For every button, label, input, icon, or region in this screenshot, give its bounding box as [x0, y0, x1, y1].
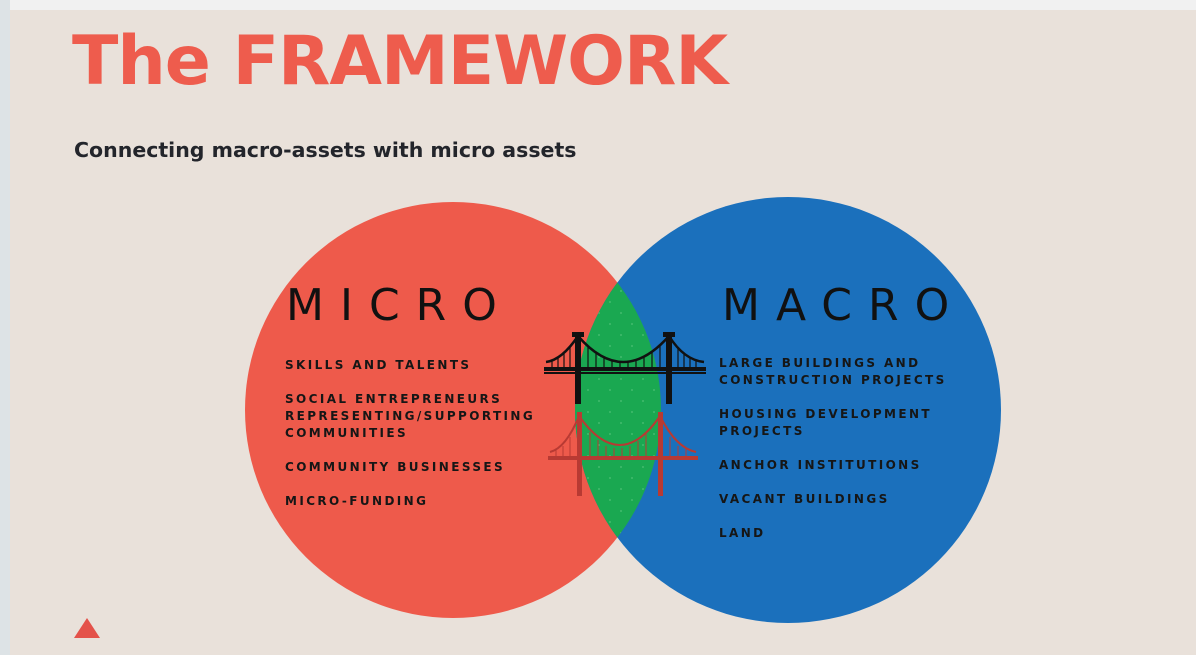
slide-title: The FRAMEWORK: [72, 22, 728, 101]
macro-item: LAND: [719, 526, 766, 540]
micro-item: SKILLS AND TALENTS: [285, 358, 472, 372]
micro-item: SOCIAL ENTREPRENEURS REPRESENTING/SUPPOR…: [285, 392, 536, 440]
macro-item: ANCHOR INSTITUTIONS: [719, 458, 922, 472]
window-top-edge: [0, 0, 1196, 10]
window-left-edge: [0, 0, 10, 655]
micro-item: MICRO-FUNDING: [285, 494, 429, 508]
micro-list: SKILLS AND TALENTS SOCIAL ENTREPRENEURS …: [285, 357, 565, 527]
macro-label: MACRO: [722, 280, 966, 331]
macro-list: LARGE BUILDINGS AND CONSTRUCTION PROJECT…: [719, 355, 989, 559]
macro-item: VACANT BUILDINGS: [719, 492, 890, 506]
micro-item: COMMUNITY BUSINESSES: [285, 460, 506, 474]
slide-subtitle: Connecting macro-assets with micro asset…: [74, 138, 577, 162]
macro-circle: [575, 197, 1001, 623]
bridge-icon: [544, 332, 706, 404]
micro-label: MICRO: [286, 280, 513, 331]
macro-item: LARGE BUILDINGS AND CONSTRUCTION PROJECT…: [719, 356, 947, 387]
micro-circle: [245, 202, 661, 618]
triangle-icon: [74, 618, 100, 638]
macro-item: HOUSING DEVELOPMENT PROJECTS: [719, 407, 932, 438]
bridge-icon: [548, 412, 698, 496]
